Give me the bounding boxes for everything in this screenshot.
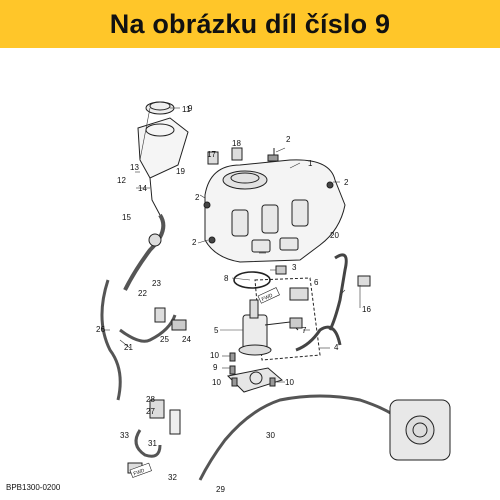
part-label: 27 — [146, 407, 155, 416]
part-number-labels: 9 1 2 2 2 2 3 4 5 6 7 8 9 10 10 10 11 12… — [96, 104, 371, 494]
throttle-body-part — [389, 399, 451, 461]
breather-hose-part-14 — [123, 213, 166, 291]
part-label: 10 — [210, 351, 219, 360]
part-label: 32 — [168, 473, 177, 482]
part-label: 4 — [334, 343, 339, 352]
fuel-tank-part — [203, 159, 346, 263]
part-label: 12 — [117, 176, 126, 185]
part-label: 9 — [213, 363, 218, 372]
hose-part-4 — [295, 325, 342, 352]
part-label: 5 — [214, 326, 219, 335]
part-label: 24 — [182, 335, 191, 344]
part-label: 28 — [146, 395, 155, 404]
fuel-hose-part-30 — [198, 394, 402, 481]
part-label: 9 — [188, 104, 193, 113]
fwd-arrows: FWD FWD — [129, 287, 280, 478]
part-label: 2 — [286, 135, 291, 144]
screws-part-10 — [229, 352, 276, 387]
part-label: 15 — [122, 213, 131, 222]
part-9-plate — [226, 367, 284, 393]
banner-title: Na obrázku díl číslo 9 — [109, 8, 391, 39]
part-label: 25 — [160, 335, 169, 344]
part-label: 19 — [176, 167, 185, 176]
hose-part-21 — [119, 314, 177, 343]
clamp-part-15 — [148, 233, 162, 247]
part-label: 13 — [130, 163, 139, 172]
part-label: 2 — [344, 178, 349, 187]
part-label: 1 — [308, 159, 313, 168]
hose-part-20 — [328, 253, 348, 331]
part-3-shape — [275, 265, 287, 275]
part-16-shape — [357, 275, 371, 287]
part-label: 11 — [182, 105, 191, 114]
part-label: 7 — [302, 326, 307, 335]
part-label: 14 — [138, 184, 147, 193]
fwd-mark: FWD — [133, 468, 146, 478]
part-label: 3 — [292, 263, 297, 272]
part-label: 10 — [285, 378, 294, 387]
part-label: 22 — [138, 289, 147, 298]
part-label: 6 — [314, 278, 319, 287]
fwd-mark: FWD — [261, 292, 274, 302]
part-23-shape — [154, 307, 166, 323]
tank-bracket-part — [207, 147, 279, 165]
part-label: 26 — [96, 325, 105, 334]
part-label: 18 — [232, 139, 241, 148]
part-24-shape — [171, 319, 187, 331]
part-label: 30 — [266, 431, 275, 440]
part-label: 33 — [120, 431, 129, 440]
part-label: 31 — [148, 439, 157, 448]
part-label: 16 — [362, 305, 371, 314]
part-label: 17 — [207, 150, 216, 159]
diagram-code: BPB1300-0200 — [6, 483, 61, 492]
leader-lines — [104, 107, 361, 383]
title-banner: Na obrázku díl číslo 9 — [0, 0, 500, 48]
filler-cap-part — [145, 101, 175, 115]
fuel-pump-part — [238, 299, 303, 356]
part-label: 10 — [212, 378, 221, 387]
part-label: 2 — [195, 193, 200, 202]
part-label: 29 — [216, 485, 225, 494]
gasket-ring-part — [233, 271, 271, 289]
part-6-shape — [289, 287, 309, 301]
drain-hose-part-26 — [100, 279, 122, 401]
part-label: 23 — [152, 279, 161, 288]
part-label: 2 — [192, 238, 197, 247]
part-label: 20 — [330, 231, 339, 240]
part-label: 8 — [224, 274, 229, 283]
part-label: 21 — [124, 343, 133, 352]
